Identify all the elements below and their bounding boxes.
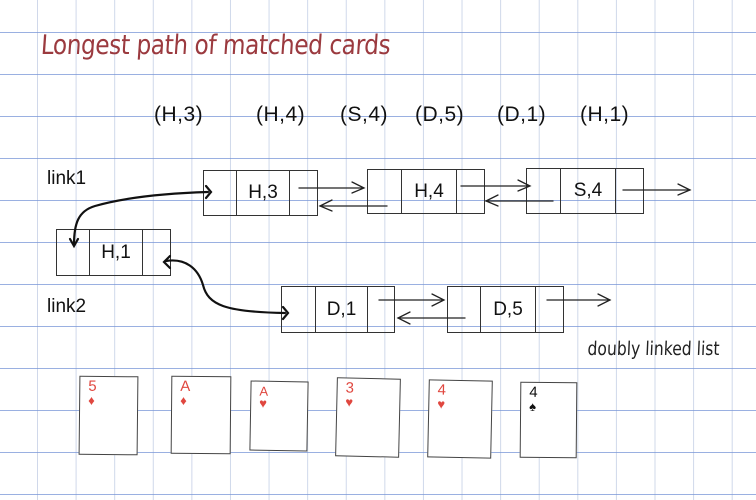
node-value: H,1 <box>90 230 143 275</box>
prev-pointer-cell <box>204 171 237 215</box>
diamond-icon: ♦ <box>180 392 187 408</box>
curved-link-arrow-icon <box>164 259 287 315</box>
playing-card: 4 ♠ <box>519 381 578 459</box>
card-rank: 4 <box>437 381 447 399</box>
node-value: H,4 <box>402 170 457 213</box>
playing-card: 4 ♥ <box>427 379 493 459</box>
node-value: D,5 <box>481 287 536 332</box>
card-rank: 3 <box>345 379 355 397</box>
list-node-s4: S,4 <box>526 168 644 214</box>
link2-label: link2 <box>47 296 87 317</box>
heart-icon: ♥ <box>345 394 354 410</box>
sequence-item: (D,5) <box>415 103 465 126</box>
list-node-d5: D,5 <box>447 286 564 333</box>
list-node-h1: H,1 <box>56 229 171 276</box>
spade-icon: ♠ <box>529 398 537 414</box>
node-value: S,4 <box>561 169 616 213</box>
curved-link-arrow-icon <box>72 190 210 247</box>
sequence-item: (S,4) <box>340 103 389 126</box>
node-value: D,1 <box>316 287 368 332</box>
node-value: H,3 <box>237 171 290 215</box>
sequence-item: (D,1) <box>497 103 547 126</box>
prev-pointer-cell <box>57 230 90 275</box>
card-rank: 5 <box>88 377 97 395</box>
playing-card: A ♥ <box>249 380 309 452</box>
prev-pointer-cell <box>282 287 316 332</box>
diamond-icon: ♦ <box>88 392 95 408</box>
list-node-h3: H,3 <box>203 170 318 216</box>
sequence-item: (H,1) <box>580 103 630 126</box>
card-rank: A <box>180 377 191 395</box>
prev-pointer-cell <box>368 170 402 213</box>
sequence-item: (H,4) <box>256 103 306 126</box>
playing-card: A ♦ <box>170 375 232 455</box>
card-rank: 4 <box>529 383 538 401</box>
prev-pointer-cell <box>448 287 481 332</box>
link1-label: link1 <box>47 168 87 189</box>
prev-pointer-cell <box>527 169 561 213</box>
heart-icon: ♥ <box>437 396 446 412</box>
playing-card: 5 ♦ <box>78 375 139 456</box>
playing-card: 3 ♥ <box>335 377 401 458</box>
list-node-h4: H,4 <box>367 169 485 214</box>
list-node-d1: D,1 <box>281 286 395 333</box>
sequence-item: (H,3) <box>154 103 204 126</box>
heart-icon: ♥ <box>259 395 268 411</box>
caption: doubly linked list <box>587 338 721 360</box>
